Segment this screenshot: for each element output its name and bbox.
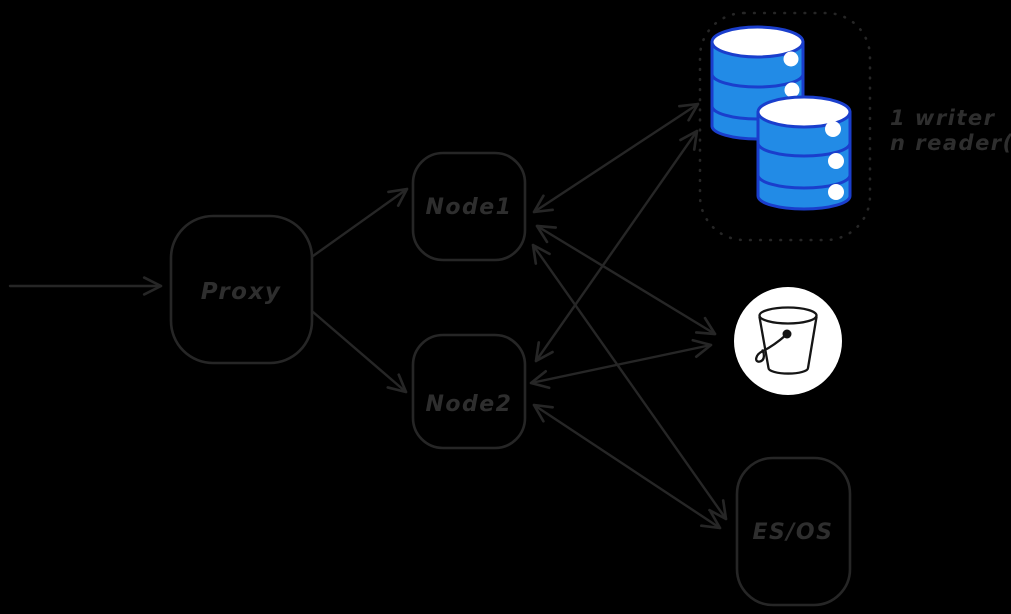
edge-node2-esos-arrow: [532, 403, 722, 530]
edge-node1-database-arrow: [532, 102, 700, 214]
edge-node1-bucket-arrow: [535, 224, 717, 336]
node1-node: Node1: [411, 151, 527, 262]
cylinder-dot: [784, 82, 800, 98]
annotation-line2: n reader(s): [890, 131, 1011, 155]
proxy-label: Proxy: [201, 279, 282, 305]
bucket-handle-knob: [782, 329, 792, 339]
edge-proxy-node1-arrow: [311, 187, 409, 258]
database-cluster: 1 writer n reader(s): [698, 11, 1011, 242]
cylinder-dot: [828, 184, 844, 200]
node1-box: [411, 151, 527, 262]
proxy-node: Proxy: [169, 214, 314, 365]
node1-label: Node1: [425, 195, 512, 220]
esos-node: ES/OS: [735, 456, 852, 607]
edge-node2-database-arrow: [534, 129, 699, 363]
database-cylinder-front-icon: [756, 95, 852, 211]
node2-node: Node2: [411, 333, 527, 450]
node2-label: Node2: [425, 392, 512, 417]
bucket-handle: [755, 333, 788, 363]
cylinder-dot: [783, 51, 799, 67]
database-cluster-dashed-border: [698, 11, 872, 242]
node2-box: [411, 333, 527, 450]
database-annotation: 1 writer n reader(s): [890, 106, 1011, 155]
edge-node1-esos-arrow: [531, 243, 728, 521]
cylinder-dot: [825, 121, 841, 137]
annotation-line1: 1 writer: [890, 106, 996, 130]
cylinder-dot: [828, 153, 844, 169]
edge-proxy-node2-arrow: [311, 310, 408, 394]
esos-box: [735, 456, 852, 607]
esos-label: ES/OS: [753, 520, 834, 545]
edges-layer: [8, 102, 728, 530]
bucket-rim: [758, 306, 818, 325]
proxy-box: [169, 214, 314, 365]
bucket-icon: [734, 287, 842, 395]
bucket-circle-background: [734, 287, 842, 395]
bucket-body: [758, 315, 818, 375]
edge-node2-bucket-arrow: [529, 338, 713, 390]
